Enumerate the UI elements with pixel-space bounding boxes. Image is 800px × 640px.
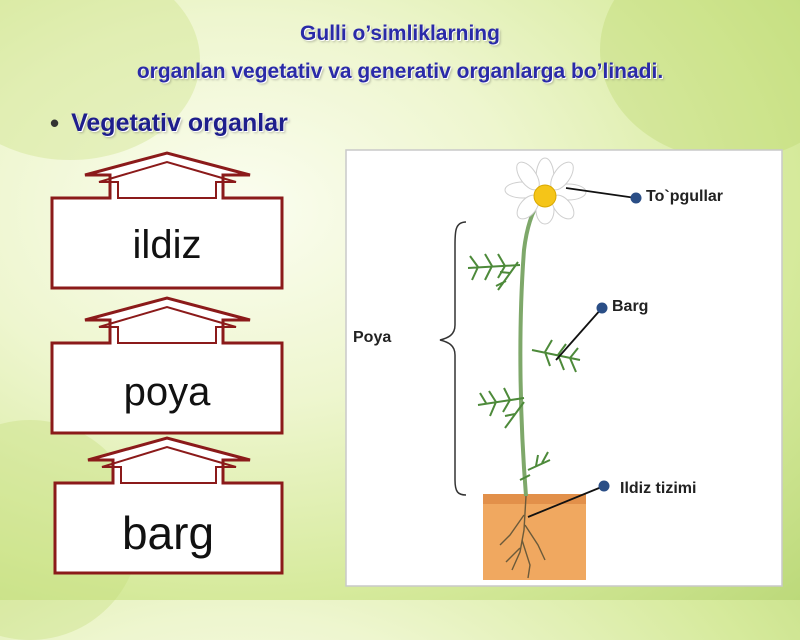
bullet-text: Vegetativ organlar	[71, 109, 288, 137]
slide-title-line-1: Gulli o’simliklarning	[300, 22, 500, 45]
diagram-canvas: ildiz poya barg	[50, 149, 783, 587]
label-root-system: Ildiz tizimi	[620, 480, 696, 497]
bullet-icon: •	[50, 108, 60, 138]
pointer-dots	[596, 192, 642, 492]
box-arrow-ildiz	[50, 151, 284, 290]
roots	[499, 495, 546, 579]
box-label-poya: poya	[124, 370, 211, 414]
arrow-inner-barg	[101, 445, 237, 484]
flower-center	[533, 184, 557, 208]
slide-title-line-2: organlan vegetativ va generativ organlar…	[136, 60, 664, 83]
label-stem: Poya	[353, 329, 391, 346]
box-arrow-poya	[50, 296, 284, 435]
label-leaf: Barg	[612, 298, 648, 315]
box-label-ildiz: ildiz	[133, 223, 202, 267]
soil-shade	[483, 494, 586, 504]
arrow-inner-ildiz	[98, 160, 237, 199]
leaf-group	[467, 253, 581, 481]
label-flowers: To`pgullar	[646, 188, 723, 205]
box-label-barg: barg	[122, 507, 214, 559]
plant-stem	[518, 198, 542, 497]
flower	[504, 157, 587, 225]
organ-stack	[50, 151, 284, 575]
soil-block	[483, 494, 586, 580]
bullet-item: • Vegetativ organlar	[50, 108, 288, 139]
arrow-inner-poya	[98, 305, 237, 344]
pointer-lines	[527, 187, 637, 518]
box-arrow-barg	[53, 436, 284, 575]
stem-brace	[439, 221, 467, 496]
